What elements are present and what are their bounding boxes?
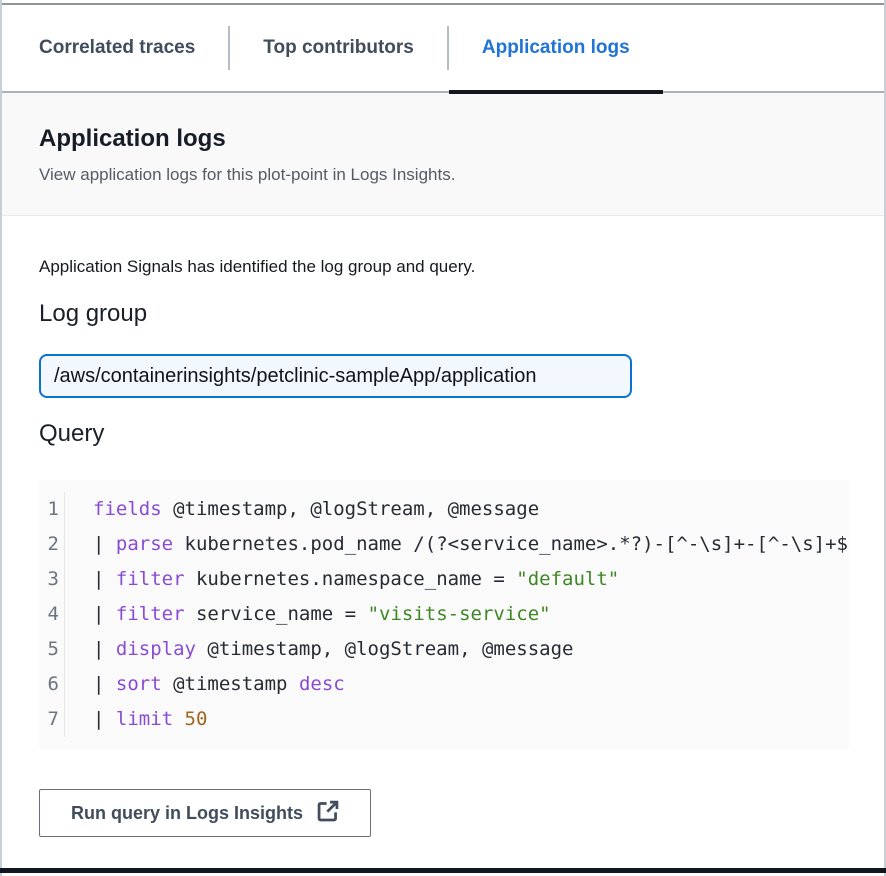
tabs-bar: Correlated traces Top contributors Appli… [2, 5, 884, 94]
tab-separator [228, 26, 231, 70]
run-query-button-label: Run query in Logs Insights [71, 802, 304, 823]
panel-header: Application logs View application logs f… [2, 93, 884, 216]
code-line: 5 | display @timestamp, @logStream, @mess… [39, 632, 849, 667]
panel-body: Application Signals has identified the l… [2, 216, 884, 837]
panel-description: View application logs for this plot-poin… [39, 165, 456, 184]
line-number: 5 [39, 632, 65, 667]
tab-correlated-traces[interactable]: Correlated traces [39, 37, 196, 58]
line-number: 3 [39, 562, 65, 597]
query-editor[interactable]: 1 fields @timestamp, @logStream, @message… [39, 480, 849, 749]
code-line-content: fields @timestamp, @logStream, @message [93, 498, 540, 520]
line-number: 2 [39, 527, 65, 562]
log-group-label: Log group [39, 300, 148, 327]
code-line: 1 fields @timestamp, @logStream, @message [39, 492, 849, 527]
line-number: 7 [39, 702, 65, 737]
external-link-icon [317, 800, 339, 827]
code-line-content: | limit 50 [93, 708, 208, 730]
line-number: 1 [39, 492, 65, 527]
run-query-button[interactable]: Run query in Logs Insights [39, 789, 372, 837]
code-line-content: | parse kubernetes.pod_name /(?<service_… [93, 533, 849, 555]
panel-title: Application logs [39, 125, 226, 152]
log-group-token[interactable]: /aws/containerinsights/petclinic-sampleA… [39, 354, 632, 398]
tab-separator [446, 26, 449, 70]
tab-application-logs[interactable]: Application logs [448, 5, 663, 94]
bottom-edge-bar [0, 868, 886, 873]
line-number: 4 [39, 597, 65, 632]
query-editor-lines: 1 fields @timestamp, @logStream, @message… [39, 492, 849, 737]
line-number: 6 [39, 667, 65, 702]
tab-top-contributors[interactable]: Top contributors [263, 37, 414, 58]
code-line: 3 | filter kubernetes.namespace_name = "d… [39, 562, 849, 597]
code-line: 4 | filter service_name = "visits-service… [39, 597, 849, 632]
code-line: 2 | parse kubernetes.pod_name /(?<service… [39, 527, 849, 562]
code-line: 6 | sort @timestamp desc [39, 667, 849, 702]
code-line: 7 | limit 50 [39, 702, 849, 737]
top-divider [2, 3, 884, 5]
top-strip [2, 0, 884, 3]
intro-text: Application Signals has identified the l… [39, 257, 476, 276]
code-line-content: | sort @timestamp desc [93, 673, 345, 695]
code-line-content: | filter service_name = "visits-service" [93, 603, 551, 625]
query-label: Query [39, 420, 105, 447]
code-line-content: | filter kubernetes.namespace_name = "de… [93, 568, 620, 590]
code-line-content: | display @timestamp, @logStream, @messa… [93, 638, 574, 660]
